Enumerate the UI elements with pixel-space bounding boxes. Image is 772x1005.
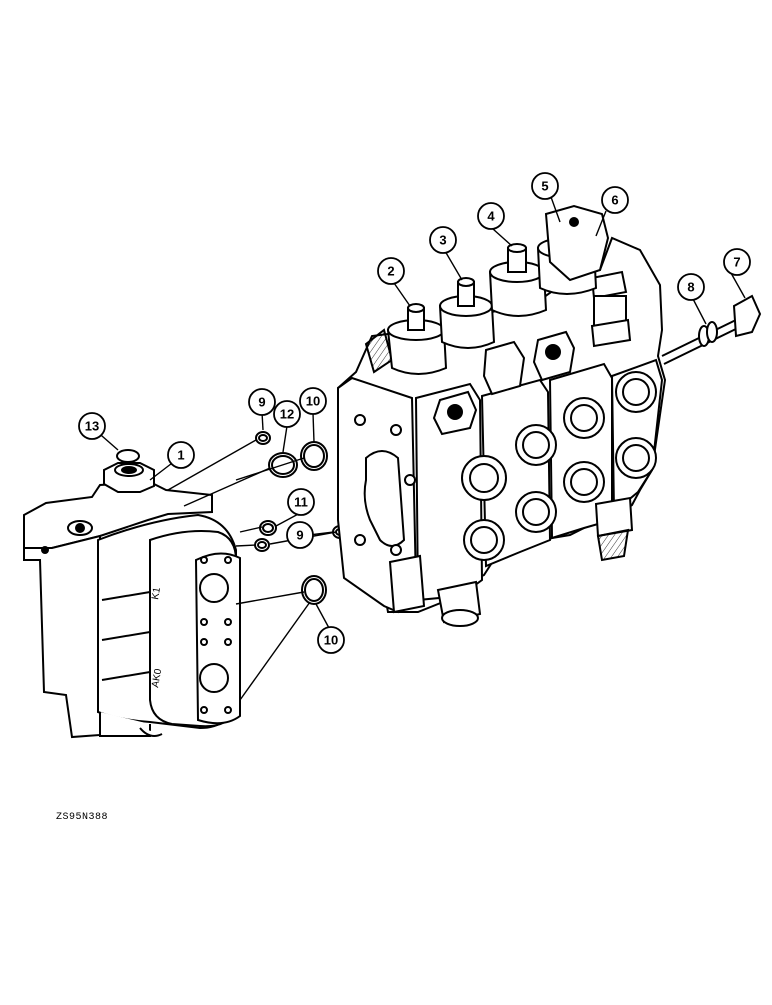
- callout-label-5: 5: [541, 179, 548, 194]
- callout-12: [273, 400, 301, 428]
- callout-4: [477, 202, 505, 230]
- spool-caps: [386, 204, 610, 375]
- callout-labels: 13 1 2 3 4 5 6 7 8 9 12 10 11 9 10: [85, 179, 741, 648]
- callout-label-2: 2: [387, 264, 394, 279]
- callout-11: [287, 488, 315, 516]
- figure-code: ZS95N388: [56, 812, 109, 823]
- callout-7: [723, 248, 751, 276]
- callout-label-13: 13: [85, 419, 99, 434]
- callout-8: [677, 273, 705, 301]
- callout-10-lower: [317, 626, 345, 654]
- callout-bubbles: [78, 172, 751, 654]
- callout-label-10-lower: 10: [324, 633, 338, 648]
- callout-label-6: 6: [611, 193, 618, 208]
- callout-9-lower: [286, 521, 314, 549]
- callout-1: [167, 441, 195, 469]
- callout-label-4: 4: [487, 209, 495, 224]
- inlet-end-cover: K1 AK0: [23, 462, 241, 739]
- callout-9-top: [248, 388, 276, 416]
- svg-text:AK0: AK0: [150, 668, 164, 689]
- callout-label-1: 1: [177, 448, 184, 463]
- callout-label-7: 7: [733, 255, 740, 270]
- callout-13: [78, 412, 106, 440]
- callout-label-8: 8: [687, 280, 694, 295]
- bolt-assembly: [661, 294, 762, 365]
- svg-text:K1: K1: [150, 586, 163, 600]
- callout-3: [429, 226, 457, 254]
- callout-label-11: 11: [294, 495, 308, 510]
- callout-leaders: [93, 196, 746, 629]
- callout-label-3: 3: [439, 233, 446, 248]
- callout-5: [531, 172, 559, 200]
- callout-2: [377, 257, 405, 285]
- callout-6: [601, 186, 629, 214]
- callout-label-10-top: 10: [306, 394, 320, 409]
- callout-label-9-lower: 9: [296, 528, 303, 543]
- callout-label-9-top: 9: [258, 395, 265, 410]
- callout-10-top: [299, 387, 327, 415]
- callout-label-12: 12: [280, 407, 294, 422]
